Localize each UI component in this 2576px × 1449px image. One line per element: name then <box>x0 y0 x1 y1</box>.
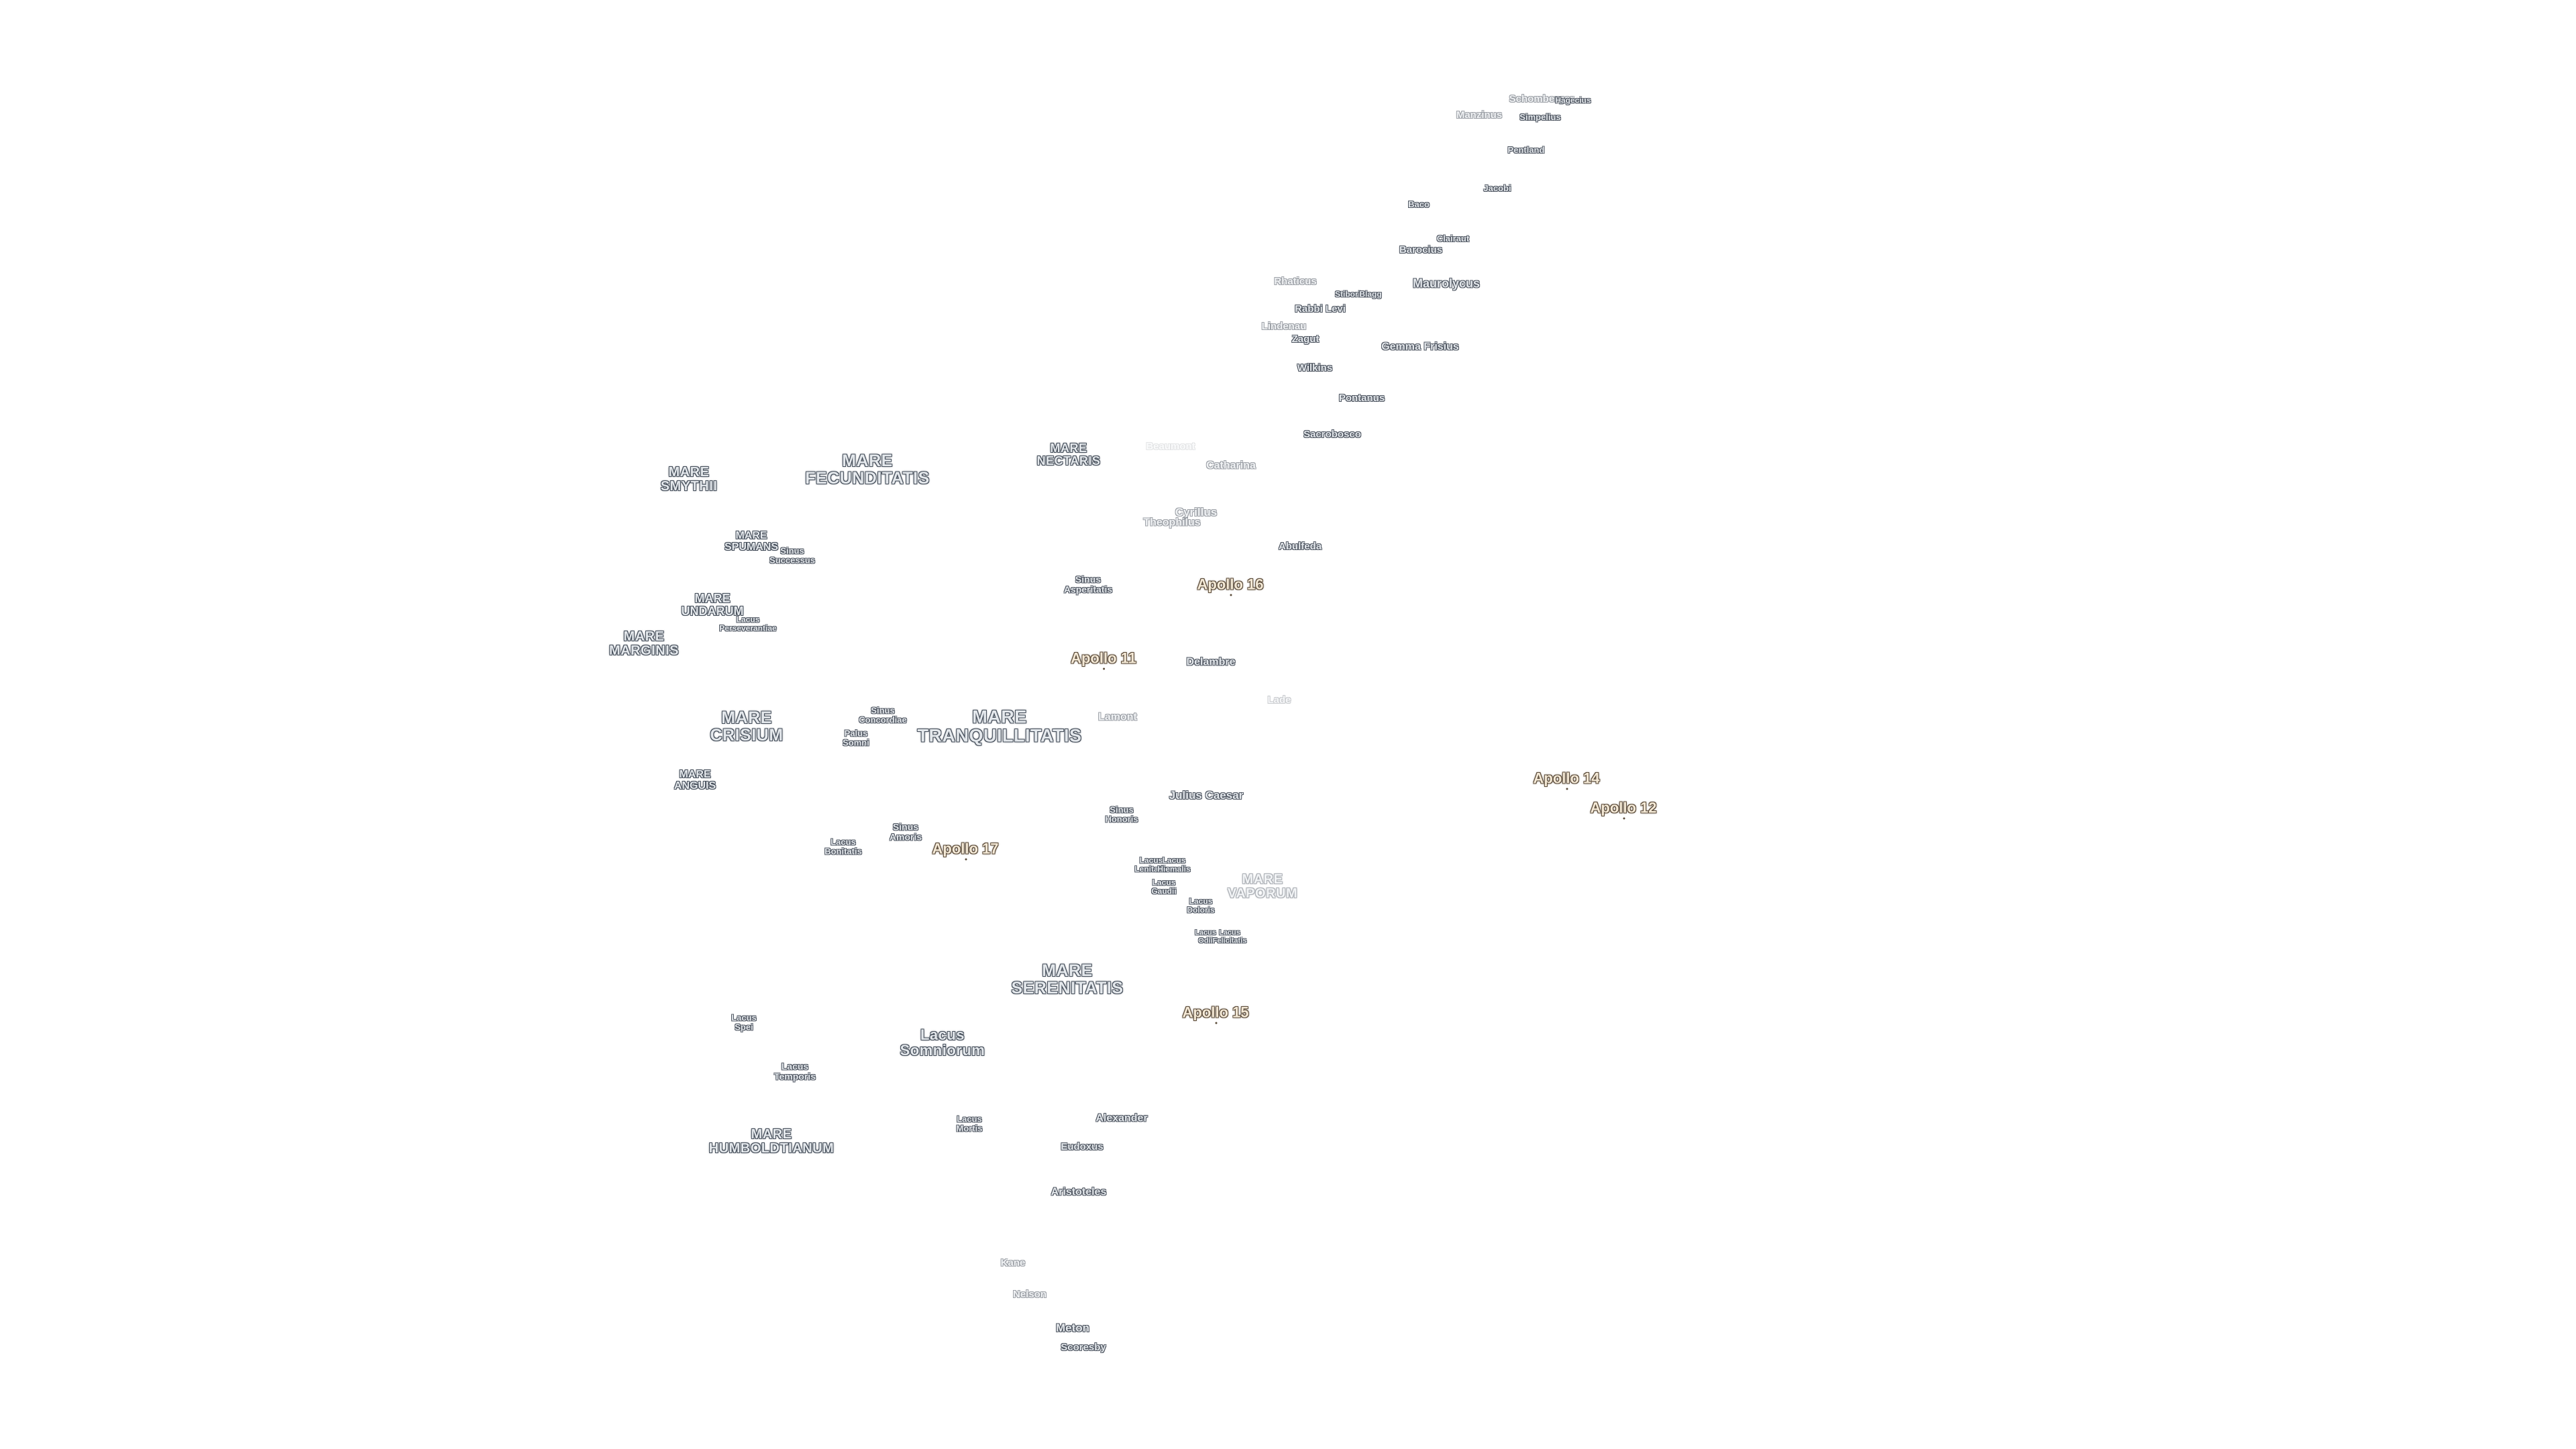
crater-label: Jacobi <box>1483 183 1511 194</box>
apollo-landing-site[interactable]: Apollo 14 <box>1533 769 1600 790</box>
crater-label: Barocius <box>1399 244 1443 256</box>
crater-label: Hagecius <box>1555 95 1591 105</box>
crater-label: Clairaut <box>1436 233 1470 244</box>
crater-label: Scoresby <box>1061 1342 1106 1354</box>
crater-label: Nelson <box>1012 1289 1047 1301</box>
crater-label: Lamont <box>1098 711 1137 723</box>
crater-label: Sacrobosco <box>1303 429 1361 441</box>
crater-label: Blagg <box>1359 289 1382 299</box>
crater-label: Alexander <box>1095 1112 1148 1124</box>
crater-label: Meton <box>1055 1322 1090 1335</box>
crater-label: Abulfeda <box>1278 541 1322 553</box>
crater-label: Stiborius <box>1334 289 1371 299</box>
crater-label: Wilkins <box>1297 362 1333 374</box>
crater-label: Rhaticus <box>1274 276 1317 288</box>
crater-label: Maurolycus <box>1412 276 1481 290</box>
crater-label: Beaumont <box>1146 441 1195 453</box>
crater-label: Manzinus <box>1456 109 1503 121</box>
crater-label: Catharina <box>1206 460 1256 472</box>
crater-label: Baco <box>1408 199 1430 210</box>
apollo-landing-site[interactable]: Apollo 12 <box>1590 799 1657 820</box>
crater-label: Simpelius <box>1519 112 1561 123</box>
crater-label: Aristoteles <box>1051 1186 1107 1198</box>
crater-label: Lindenau <box>1261 321 1307 333</box>
crater-label: Zagut <box>1291 333 1320 345</box>
crater-label: Schomberger <box>1509 93 1574 105</box>
crater-label: Lade <box>1267 694 1291 706</box>
apollo-landing-site[interactable]: Apollo 17 <box>932 840 999 861</box>
apollo-landing-site[interactable]: Apollo 11 <box>1071 649 1136 670</box>
apollo-landing-site[interactable]: Apollo 16 <box>1197 576 1264 596</box>
crater-label: Cyrillus <box>1175 506 1218 519</box>
crater-label: Kane <box>1000 1257 1026 1269</box>
crater-label: Theophilus <box>1143 517 1201 529</box>
crater-label: Julius Caesar <box>1169 789 1244 802</box>
crater-label: Gemma Frisius <box>1381 341 1459 353</box>
crater-label: Rabbi Levi <box>1295 303 1346 315</box>
crater-label: Pontanus <box>1338 392 1385 405</box>
crater-label: Pentland <box>1507 145 1545 156</box>
apollo-landing-site[interactable]: Apollo 15 <box>1182 1004 1249 1024</box>
crater-label: Delambre <box>1186 656 1236 668</box>
crater-label: Eudoxus <box>1061 1141 1104 1153</box>
